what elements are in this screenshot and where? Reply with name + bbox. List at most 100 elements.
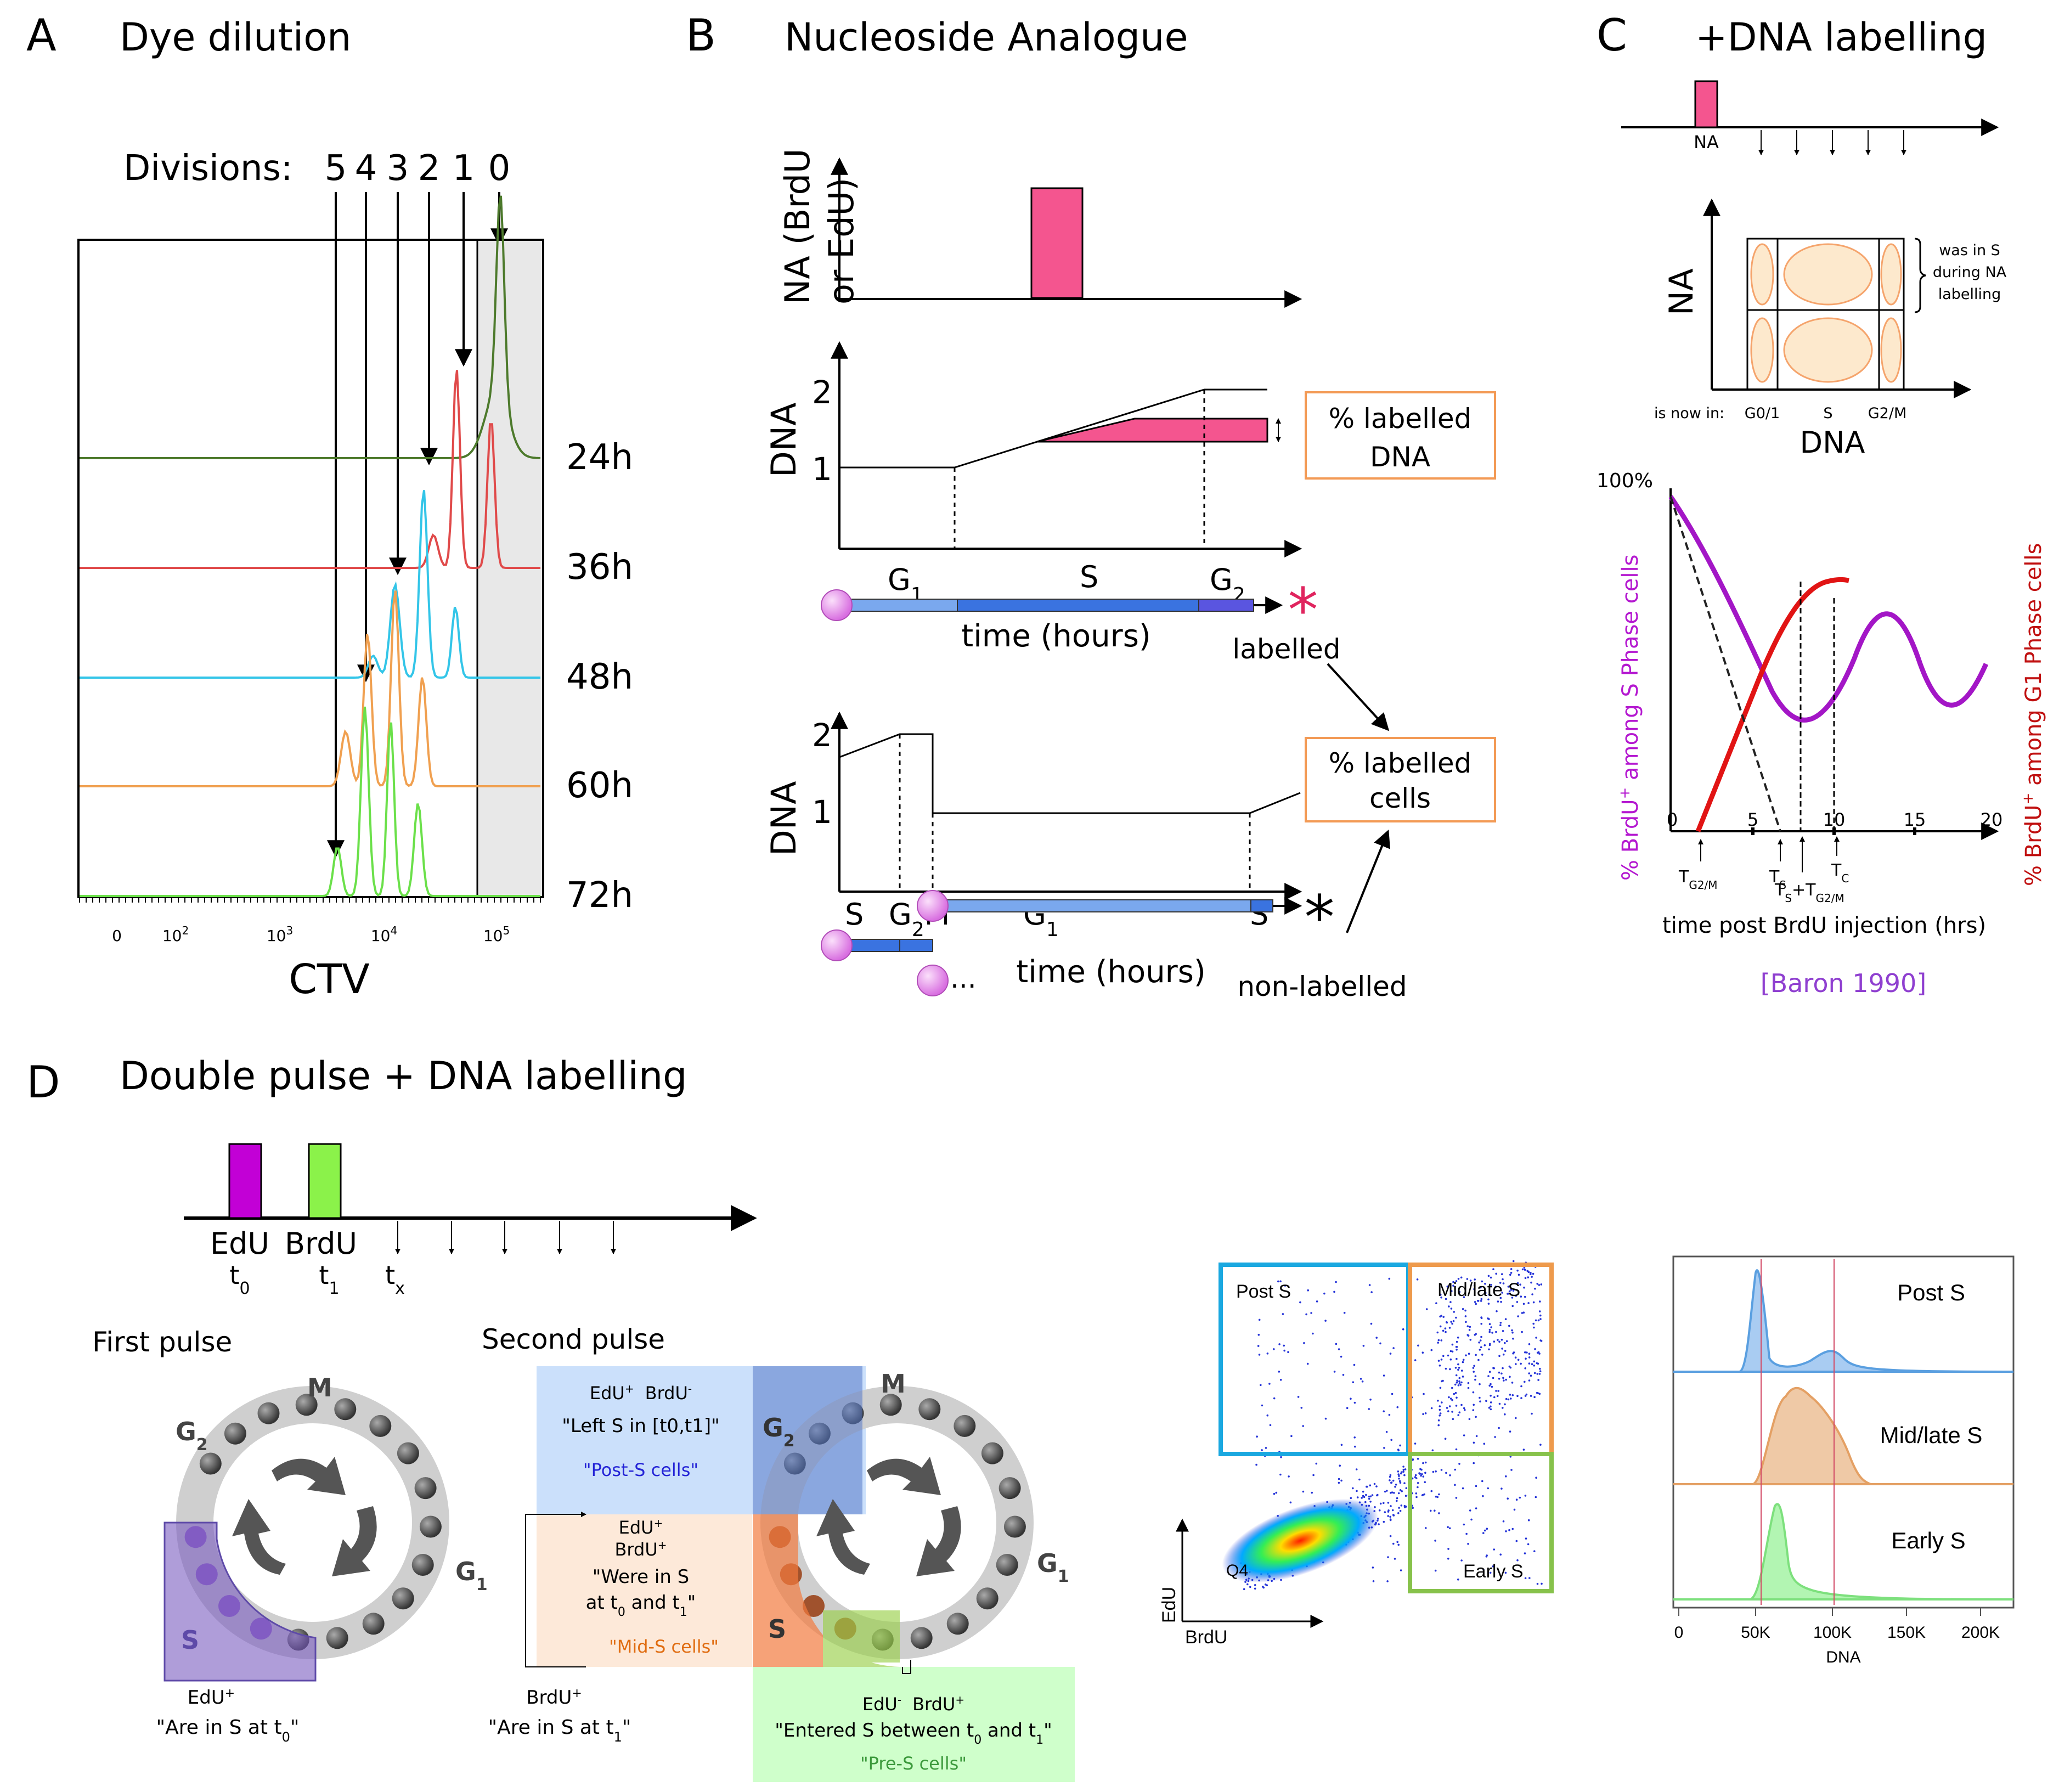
cycle-cell (879, 1394, 902, 1416)
dotplot-event (1524, 1577, 1527, 1580)
dotplot-event (1415, 1477, 1418, 1479)
dotplot-event (1379, 1502, 1382, 1505)
dotplot-event (1532, 1322, 1535, 1325)
dotplot-event (1511, 1394, 1514, 1396)
dotplot-event (1454, 1367, 1457, 1369)
dotplot-event (1487, 1303, 1490, 1305)
dotplot-event (1467, 1382, 1470, 1384)
dotplot-event (1508, 1365, 1511, 1368)
labelled-arrow (1327, 663, 1390, 731)
hist-mid-late-s (1673, 1387, 2013, 1485)
panel-c: C +DNA labelling NA NA DNA was in S duri… (1597, 10, 2046, 998)
dotplot-event (1261, 1586, 1264, 1588)
dotplot-event (1373, 1483, 1376, 1485)
dotplot-event (1452, 1281, 1454, 1283)
dotplot-event (1538, 1353, 1541, 1355)
dotplot-event (1451, 1350, 1454, 1353)
dotplot-event (1399, 1489, 1402, 1491)
timepoint-label: 24h (566, 437, 633, 478)
post-s-markers: EdU+BrdU- (590, 1382, 692, 1404)
dotplot-event (1456, 1396, 1458, 1399)
post-s-desc: "Left S in [t0,t1]" (562, 1415, 720, 1437)
dotplot-event (1405, 1487, 1408, 1489)
dotplot-event (1405, 1506, 1407, 1508)
tx-label: tx (385, 1260, 405, 1298)
dotplot-event (1243, 1588, 1245, 1591)
dotplot-event (1343, 1311, 1346, 1314)
dotplot-event (1273, 1348, 1275, 1350)
dotplot-event (1400, 1504, 1403, 1507)
dotplot-event (1537, 1379, 1539, 1381)
labelled-dna-text-2: DNA (1370, 441, 1430, 473)
dotplot-event (1473, 1371, 1475, 1373)
dotplot-event (1446, 1407, 1448, 1409)
panel-c-title: +DNA labelling (1695, 15, 1987, 60)
dotplot-event (1524, 1269, 1526, 1271)
second-pulse-label: Second pulse (482, 1323, 665, 1355)
dotplot-event (1502, 1353, 1505, 1356)
dotplot-event (1485, 1292, 1487, 1294)
dotplot-event (1432, 1470, 1435, 1473)
c-right-axis-label: % BrdU+ among G1 Phase cells (2020, 543, 2046, 886)
dotplot-event (1462, 1308, 1464, 1310)
dotplot-event (1483, 1344, 1486, 1346)
panel-a-title: Dye dilution (120, 15, 351, 60)
dotplot-event (1527, 1276, 1529, 1278)
c-cell-populations (1750, 243, 1902, 383)
dotplot-event (1387, 1502, 1390, 1504)
dotplot-event (1462, 1487, 1464, 1490)
dotplot-event (1457, 1578, 1459, 1581)
dotplot-event (1528, 1343, 1531, 1345)
ctv-axis-label: CTV (289, 956, 370, 1003)
timepoint-label: 72h (566, 875, 633, 916)
dotplot-event (1290, 1435, 1293, 1438)
dotplot-event (1465, 1532, 1468, 1535)
dotplot-event (1456, 1340, 1458, 1343)
dotplot-event (1528, 1353, 1531, 1355)
hist-tick-label: 50K (1741, 1624, 1770, 1642)
c-ts-label: TS (1769, 867, 1786, 892)
c-x-tick-label: 5 (1747, 809, 1758, 830)
edu-pulse-label: EdU (210, 1226, 269, 1261)
dotplot-event (1447, 1354, 1449, 1357)
dotplot-event (1486, 1554, 1488, 1557)
dotplot-event (1463, 1407, 1465, 1410)
dotplot-event (1501, 1273, 1503, 1275)
dotplot-event (1449, 1358, 1452, 1361)
g1-bar-top (839, 599, 958, 612)
dotplot-event (1495, 1390, 1497, 1392)
dotplot-event (1288, 1475, 1290, 1478)
hist-tick-label: 100K (1813, 1624, 1852, 1642)
dotplot-event (1312, 1474, 1315, 1477)
dotplot-event (1431, 1449, 1434, 1452)
dotplot-event (1424, 1481, 1426, 1484)
cycle-s-2: S (768, 1614, 786, 1644)
dotplot-event (1445, 1472, 1447, 1474)
dotplot-event (1475, 1485, 1477, 1487)
dotplot-event (1509, 1273, 1511, 1276)
dotplot-event (1457, 1363, 1459, 1366)
dotplot-event (1473, 1288, 1475, 1291)
dotplot-event (1460, 1404, 1463, 1406)
dotplot-event (1500, 1300, 1502, 1303)
dotplot-event (1525, 1357, 1527, 1360)
dotplot-event (1460, 1381, 1463, 1384)
dotplot-event (1386, 1490, 1388, 1492)
dotplot-event (1461, 1370, 1463, 1372)
dotplot-event (1279, 1280, 1282, 1283)
dotplot-event (1510, 1469, 1513, 1471)
dotplot-event (1283, 1349, 1285, 1352)
dotplot-event (1370, 1322, 1373, 1325)
c-tsum-label: TS+TG2/M (1774, 881, 1844, 905)
ctv-tick-label: 104 (371, 924, 397, 945)
dotplot-event (1531, 1412, 1533, 1415)
cycle-cell (954, 1415, 976, 1437)
dotplot-event (1439, 1315, 1441, 1318)
dotplot-event (1447, 1410, 1449, 1412)
dotplot-event (1417, 1344, 1419, 1347)
dotplot-event (1458, 1377, 1461, 1379)
c-x-tick-label: 15 (1904, 809, 1926, 830)
dotplot-event (1524, 1495, 1527, 1497)
dotplot-event (1490, 1405, 1492, 1408)
